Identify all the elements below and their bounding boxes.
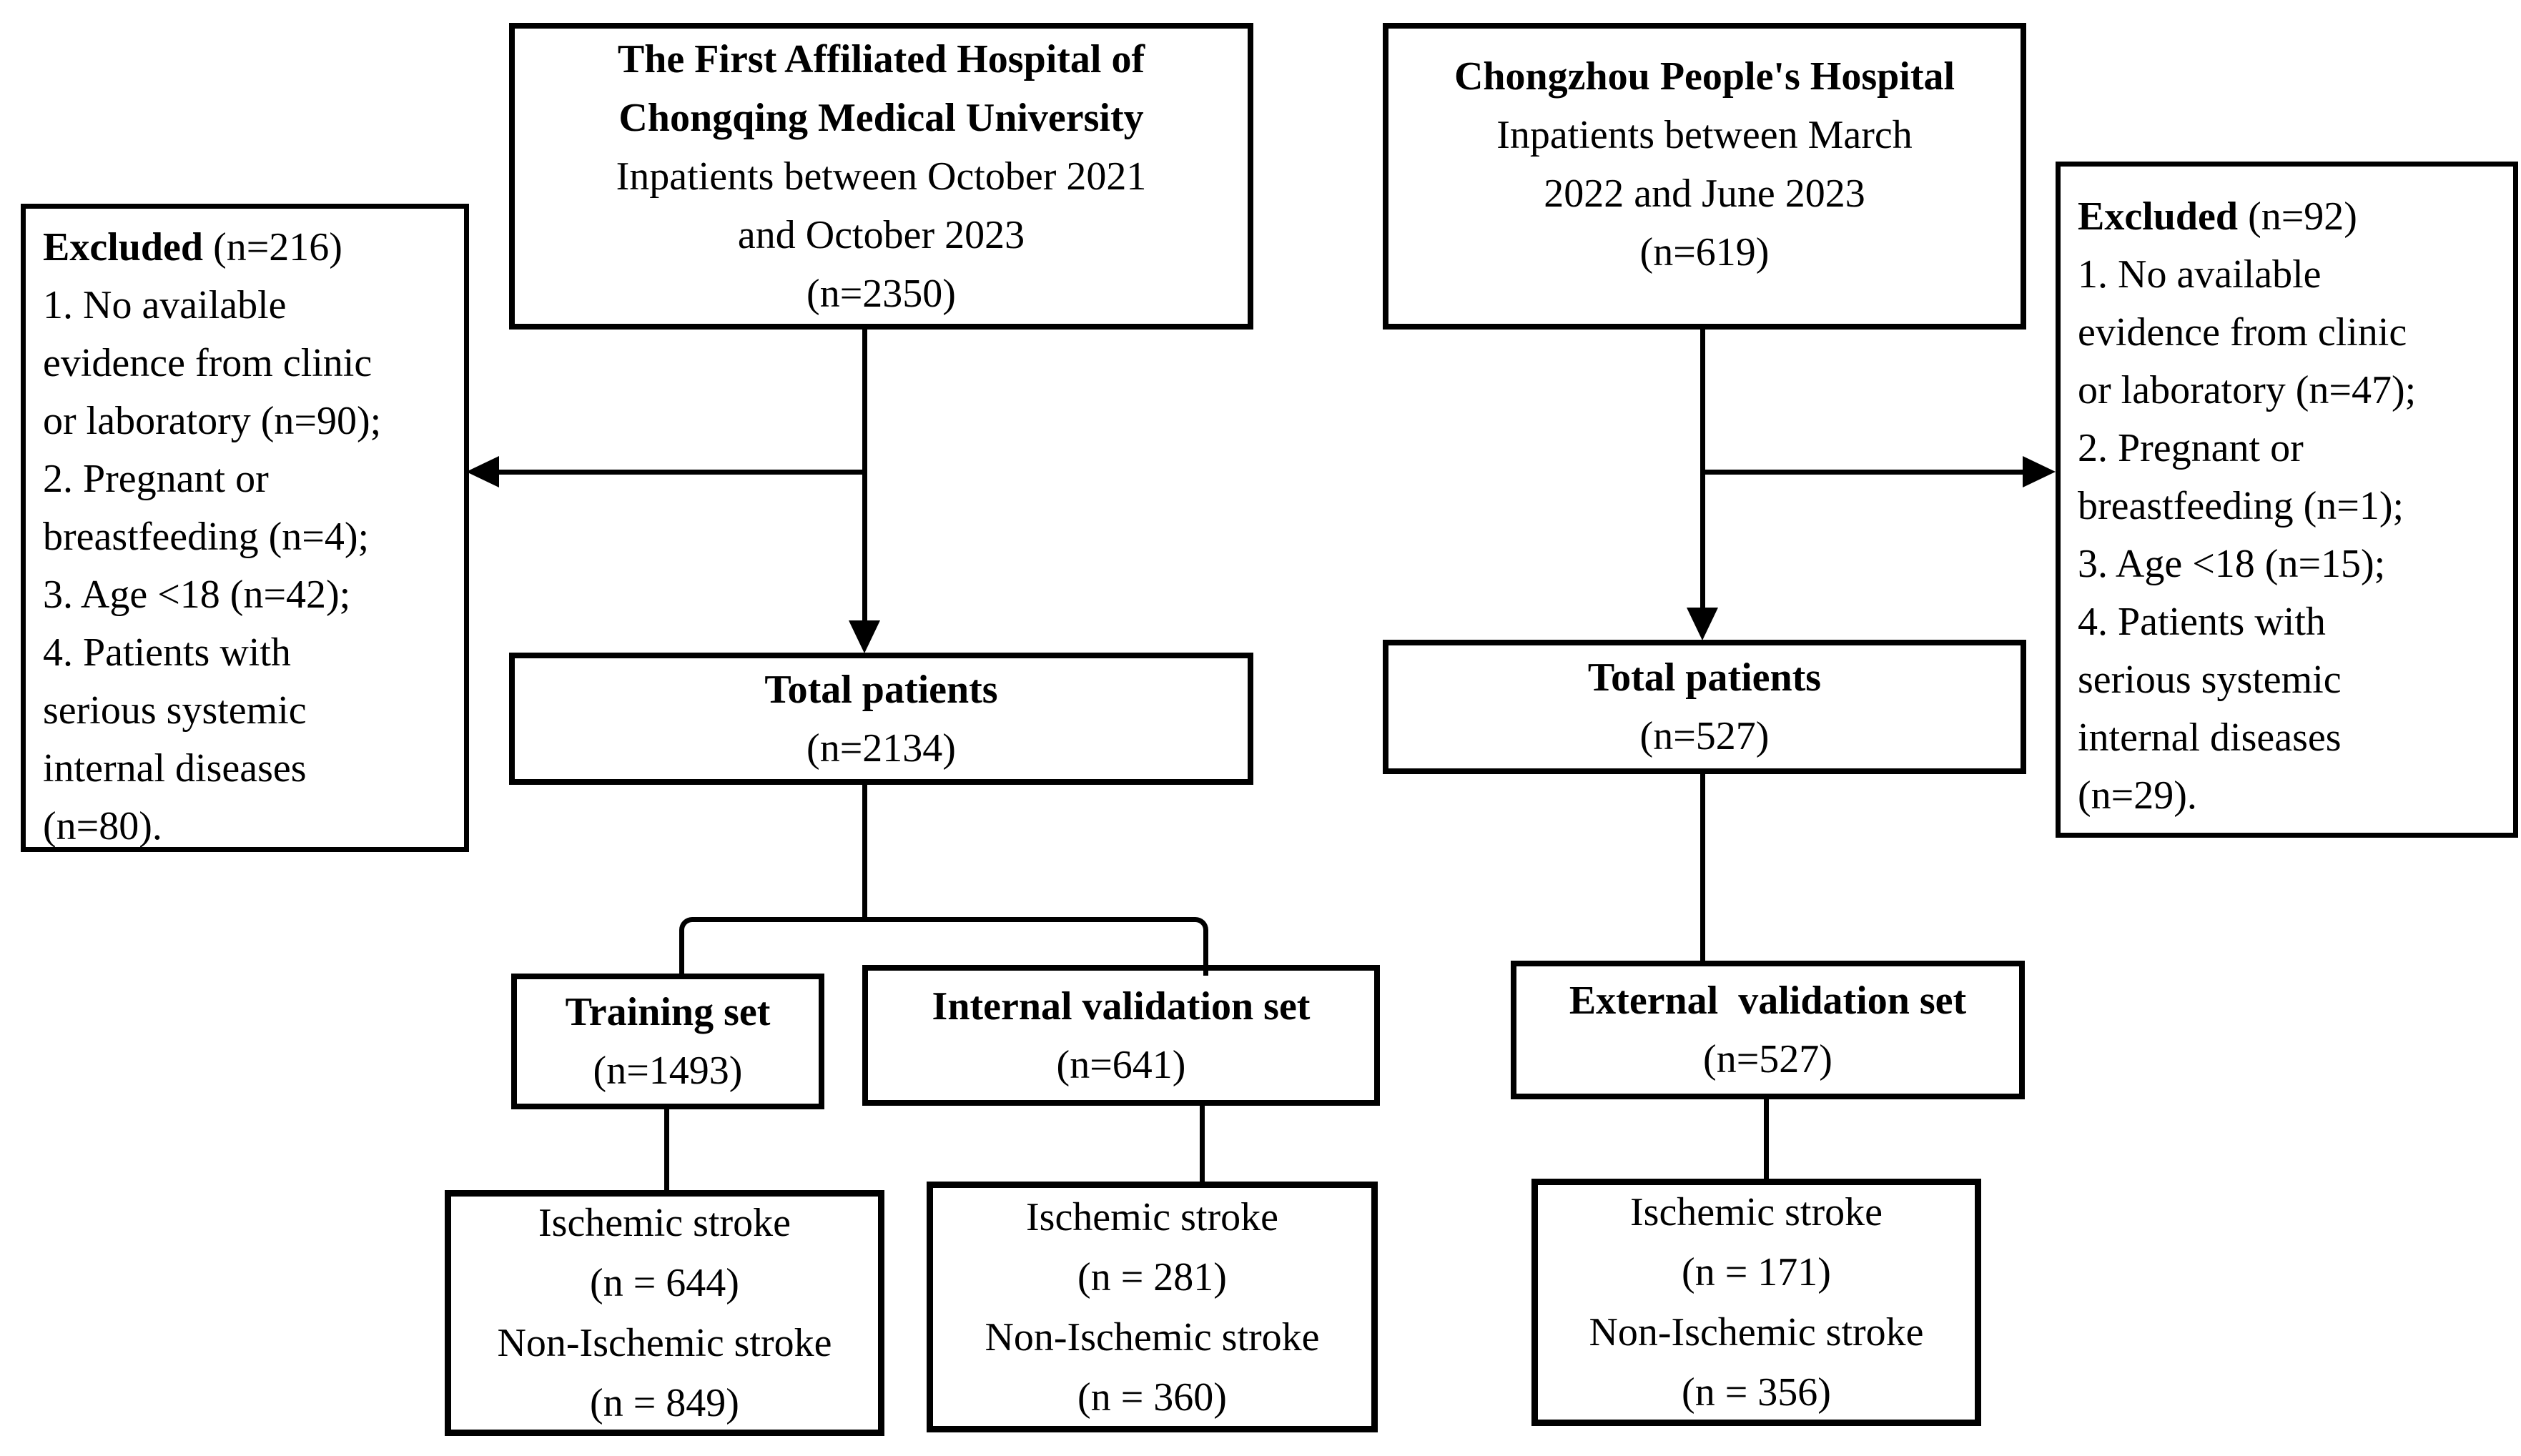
- line-total1-to-split: [862, 785, 867, 922]
- line-branch-to-excluded2: [1702, 470, 2026, 475]
- excluded-2-item-line: (n=29).: [2078, 773, 2197, 818]
- excluded-1-count: (n=216): [213, 225, 342, 269]
- arrowhead-right-excluded2: [2023, 456, 2056, 487]
- excluded-2-item-line: evidence from clinic: [2078, 310, 2407, 355]
- excluded-1-item-line: (n=80).: [43, 804, 162, 848]
- outcome-external-nonischemic-count: (n = 356): [1682, 1370, 1831, 1415]
- box-excluded-2: Excluded (n=92) 1. No available evidence…: [2056, 162, 2518, 838]
- internal-validation-count: (n=641): [1056, 1042, 1186, 1087]
- excluded-2-item-line: 4. Patients with: [2078, 600, 2326, 644]
- arrowhead-down-total2: [1687, 608, 1718, 640]
- excluded-1-item-line: 2. Pregnant or: [43, 457, 269, 501]
- training-set-count: (n=1493): [593, 1049, 743, 1093]
- outcome-training-nonischemic-count: (n = 849): [590, 1381, 739, 1425]
- outcome-internal-ischemic: Ischemic stroke: [1026, 1194, 1278, 1239]
- excluded-2-title: Excluded: [2078, 194, 2239, 239]
- hospital-2-period-line-1: Inpatients between March: [1496, 113, 1913, 157]
- excluded-1-item-line: breastfeeding (n=4);: [43, 515, 370, 559]
- excluded-1-title-line: Excluded (n=216): [43, 219, 457, 277]
- excluded-1-item-line: internal diseases: [43, 746, 307, 791]
- outcome-external-ischemic-count: (n = 171): [1682, 1250, 1831, 1294]
- excluded-2-item-line: internal diseases: [2078, 715, 2342, 760]
- outcome-training-ischemic-count: (n = 644): [590, 1261, 739, 1305]
- line-internal-to-outcome: [1200, 1106, 1205, 1182]
- line-external-to-outcome: [1764, 1099, 1769, 1179]
- total-2-title: Total patients: [1587, 655, 1822, 700]
- excluded-1-item-line: or laboratory (n=90);: [43, 399, 382, 443]
- excluded-1-item-line: evidence from clinic: [43, 341, 373, 385]
- hospital-1-name-line-1: The First Affiliated Hospital of: [617, 36, 1145, 81]
- outcome-internal-nonischemic-count: (n = 360): [1077, 1375, 1227, 1420]
- training-set-title: Training set: [565, 990, 771, 1034]
- external-validation-count: (n=527): [1703, 1037, 1832, 1081]
- box-outcome-internal: Ischemic stroke (n = 281) Non-Ischemic s…: [927, 1182, 1378, 1432]
- arrowhead-left-excluded1: [466, 456, 499, 487]
- outcome-external-ischemic: Ischemic stroke: [1630, 1190, 1883, 1234]
- outcome-training-ischemic: Ischemic stroke: [538, 1201, 791, 1245]
- excluded-2-count: (n=92): [2248, 194, 2357, 239]
- hospital-2-count: (n=619): [1639, 230, 1770, 274]
- split-bracket-training-internal: [679, 917, 1208, 976]
- hospital-1-period-line-2: and October 2023: [737, 212, 1025, 257]
- line-total2-to-external: [1700, 774, 1705, 961]
- total-2-count: (n=527): [1639, 714, 1770, 758]
- excluded-1-item-line: 3. Age <18 (n=42);: [43, 573, 351, 617]
- box-total-patients-1: Total patients (n=2134): [509, 653, 1253, 785]
- excluded-2-item-line: 2. Pregnant or: [2078, 426, 2304, 470]
- excluded-1-item-line: 4. Patients with: [43, 630, 291, 675]
- outcome-training-nonischemic: Non-Ischemic stroke: [497, 1321, 832, 1365]
- excluded-1-title: Excluded: [43, 225, 204, 269]
- box-outcome-training: Ischemic stroke (n = 644) Non-Ischemic s…: [445, 1190, 884, 1436]
- box-hospital-1: The First Affiliated Hospital of Chongqi…: [509, 23, 1253, 330]
- box-hospital-2: Chongzhou People's Hospital Inpatients b…: [1383, 23, 2026, 330]
- line-hospital1-to-total1: [862, 330, 867, 624]
- box-internal-validation-set: Internal validation set (n=641): [862, 965, 1380, 1106]
- hospital-2-period-line-2: 2022 and June 2023: [1544, 172, 1865, 216]
- excluded-2-item-line: 1. No available: [2078, 252, 2322, 297]
- excluded-1-item-line: serious systemic: [43, 688, 307, 733]
- internal-validation-title: Internal validation set: [932, 984, 1311, 1029]
- outcome-internal-nonischemic: Non-Ischemic stroke: [985, 1314, 1320, 1360]
- hospital-2-name: Chongzhou People's Hospital: [1454, 54, 1955, 99]
- hospital-1-name-line-2: Chongqing Medical University: [618, 95, 1144, 140]
- excluded-2-item-line: or laboratory (n=47);: [2078, 368, 2417, 412]
- arrowhead-down-total1: [849, 620, 880, 653]
- line-training-to-outcome: [664, 1109, 669, 1190]
- box-total-patients-2: Total patients (n=527): [1383, 640, 2026, 774]
- hospital-1-count: (n=2350): [806, 271, 956, 316]
- outcome-external-nonischemic: Non-Ischemic stroke: [1589, 1310, 1924, 1355]
- hospital-1-period-line-1: Inpatients between October 2021: [616, 154, 1147, 199]
- excluded-2-item-line: 3. Age <18 (n=15);: [2078, 542, 2386, 586]
- excluded-2-title-line: Excluded (n=92): [2078, 188, 2506, 246]
- line-branch-to-excluded1: [493, 470, 867, 475]
- external-validation-title: External validation set: [1569, 979, 1967, 1023]
- box-excluded-1: Excluded (n=216) 1. No available evidenc…: [21, 204, 469, 852]
- outcome-internal-ischemic-count: (n = 281): [1077, 1254, 1227, 1299]
- excluded-1-item-line: 1. No available: [43, 283, 287, 327]
- total-1-title: Total patients: [764, 667, 998, 712]
- excluded-2-item-line: breastfeeding (n=1);: [2078, 484, 2404, 528]
- box-external-validation-set: External validation set (n=527): [1511, 961, 2025, 1099]
- total-1-count: (n=2134): [806, 725, 956, 771]
- excluded-2-item-line: serious systemic: [2078, 658, 2342, 702]
- box-outcome-external: Ischemic stroke (n = 171) Non-Ischemic s…: [1531, 1179, 1981, 1426]
- box-training-set: Training set (n=1493): [511, 974, 824, 1109]
